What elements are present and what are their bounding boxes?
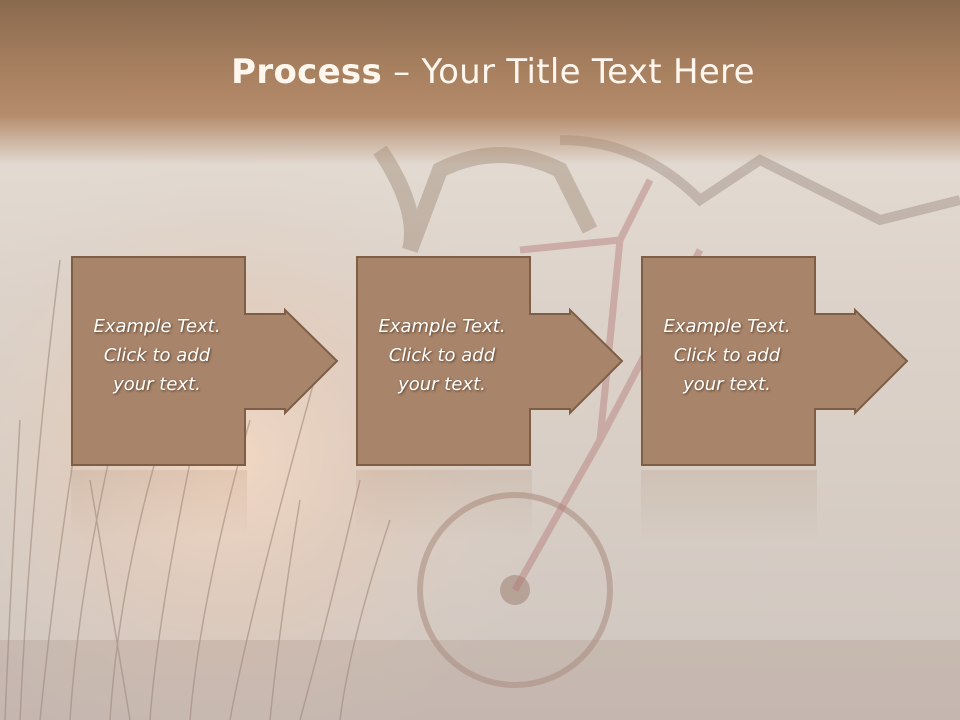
arrow-box-shape [356,256,624,466]
step-text[interactable]: Example Text. Click to add your text. [77,312,237,399]
step-reflection [71,470,247,540]
step-reflection [356,470,532,540]
step-text-line-2: Click to add [103,345,211,366]
step-text-line-3: your text. [398,374,486,395]
process-step-1[interactable]: Example Text. Click to add your text. [71,256,339,466]
title-bold: Process [231,52,383,92]
step-reflection [641,470,817,540]
process-step-2[interactable]: Example Text. Click to add your text. [356,256,624,466]
step-text-line-3: your text. [113,374,201,395]
step-text-line-1: Example Text. [663,316,791,337]
title-dash: – [382,52,422,92]
arrow-box-shape [641,256,909,466]
slide-title[interactable]: Process – Your Title Text Here [0,52,960,92]
step-text-line-3: your text. [683,374,771,395]
step-text-line-1: Example Text. [378,316,506,337]
step-text-line-1: Example Text. [93,316,221,337]
title-rest: Your Title Text Here [421,52,755,92]
process-step-3[interactable]: Example Text. Click to add your text. [641,256,909,466]
step-text-line-2: Click to add [388,345,496,366]
step-text[interactable]: Example Text. Click to add your text. [362,312,522,399]
step-text-line-2: Click to add [673,345,781,366]
step-text[interactable]: Example Text. Click to add your text. [647,312,807,399]
arrow-box-shape [71,256,339,466]
title-banner [0,0,960,165]
